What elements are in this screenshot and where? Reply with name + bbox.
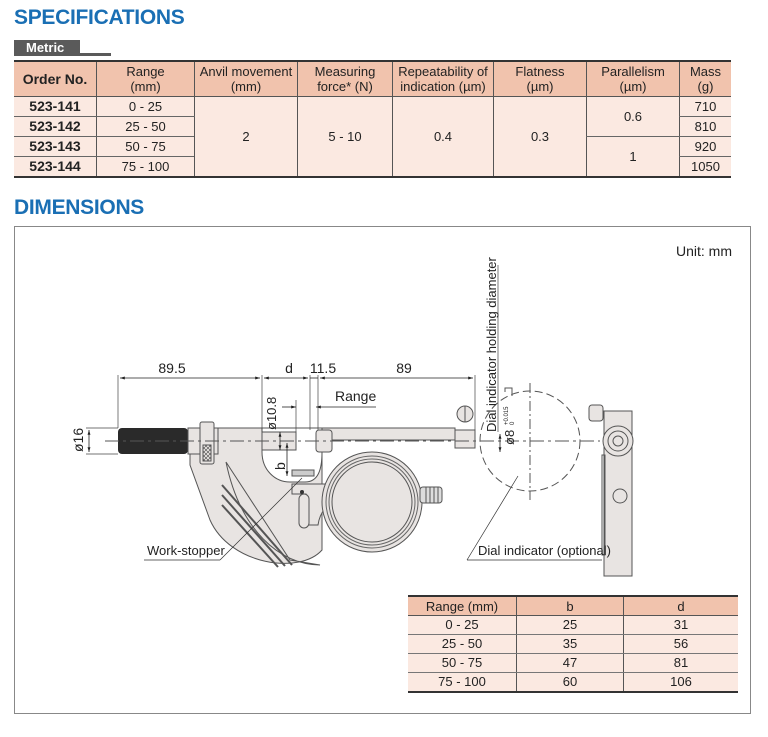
range-cell: 0 - 25 [96,96,195,117]
table-row: 523-141 0 - 25 2 5 - 10 0.4 0.3 0.6 710 [14,96,731,177]
dim-11-5-label: 11.5 [310,360,336,376]
dimensions-heading: DIMENSIONS [14,196,145,219]
header-b: b [516,596,624,616]
parallelism-cell: 1 [586,136,680,177]
dim-header-row: Range (mm) b d [408,596,738,616]
measuring-force-cell: 5 - 10 [297,96,393,177]
header-anvil-movement: Anvil movement(mm) [194,61,298,97]
range-cell: 0 - 25 [408,615,517,635]
order-no-cell: 523-143 [14,136,97,157]
range-cell: 75 - 100 [408,672,517,692]
anvil-movement-cell: 2 [194,96,298,177]
dim-d-label: d [285,360,293,376]
dim-89-5-label: 89.5 [158,360,185,376]
metric-tab-label: Metric [14,40,80,56]
range-cell: 75 - 100 [96,156,195,177]
mass-cell: 920 [679,136,731,157]
metric-tab-underline [80,53,111,56]
repeatability-cell: 0.4 [392,96,494,177]
work-stopper-label: Work-stopper [147,543,225,558]
holding-diameter-label: Dial indicator holding diameter [484,256,499,432]
range-cell: 50 - 75 [408,653,517,673]
table-row: 523-144 75 - 100 1050 [14,156,731,177]
d-cell: 106 [623,672,738,692]
header-parallelism: Parallelism(µm) [586,61,680,97]
range-cell: 50 - 75 [96,136,195,157]
dia-8-tolerance-upper: +0.015 [504,406,510,425]
table-row: 0 - 25 25 31 [408,615,738,635]
parallelism-cell: 0.6 [586,96,680,137]
table-row: 25 - 50 35 56 [408,634,738,654]
specifications-table: Order No. Range(mm) Anvil movement(mm) M… [14,60,731,178]
dial-indicator-outline [479,383,581,500]
header-flatness: Flatness(µm) [493,61,587,97]
order-no-cell: 523-144 [14,156,97,177]
d-cell: 31 [623,615,738,635]
range-label: Range [335,388,376,404]
d-cell: 56 [623,634,738,654]
dimension-lines [86,265,602,561]
dial-indicator-label: Dial indicator (optional) [478,543,611,558]
b-cell: 60 [516,672,624,692]
dimensions-table: Range (mm) b d 0 - 25 25 31 25 - 50 35 5… [408,595,738,693]
dia-16-label: ø16 [70,428,86,452]
range-cell: 25 - 50 [408,634,517,654]
table-row: 75 - 100 60 106 [408,672,738,692]
thimble-grip [118,421,219,465]
header-d: d [623,596,738,616]
dim-89-label: 89 [396,360,412,376]
dial-gauge-body [321,451,443,553]
range-cell: 25 - 50 [96,116,195,137]
dia-8-label: ø8 [502,430,517,445]
b-cell: 25 [516,615,624,635]
mass-cell: 810 [679,116,731,137]
header-range: Range(mm) [96,61,195,97]
b-cell: 35 [516,634,624,654]
unit-label: Unit: mm [676,243,732,259]
specifications-heading: SPECIFICATIONS [14,6,185,29]
order-no-cell: 523-141 [14,96,97,117]
table-row: 523-142 25 - 50 810 [14,116,731,137]
order-no-cell: 523-142 [14,116,97,137]
spec-header-row: Order No. Range(mm) Anvil movement(mm) M… [14,61,731,97]
b-cell: 47 [516,653,624,673]
mass-cell: 710 [679,96,731,117]
dia-8-tolerance-lower: 0 [510,421,516,425]
d-cell: 81 [623,653,738,673]
flatness-cell: 0.3 [493,96,587,177]
mass-cell: 1050 [679,156,731,177]
header-order-no: Order No. [14,61,97,97]
header-range-mm: Range (mm) [408,596,517,616]
dia-10-8-label: ø10.8 [264,397,279,430]
side-view [588,404,634,577]
dim-b-label: b [272,462,288,470]
table-row: 50 - 75 47 81 [408,653,738,673]
header-mass: Mass(g) [679,61,731,97]
metric-tab: Metric [14,40,111,56]
table-row: 523-143 50 - 75 1 920 [14,136,731,177]
